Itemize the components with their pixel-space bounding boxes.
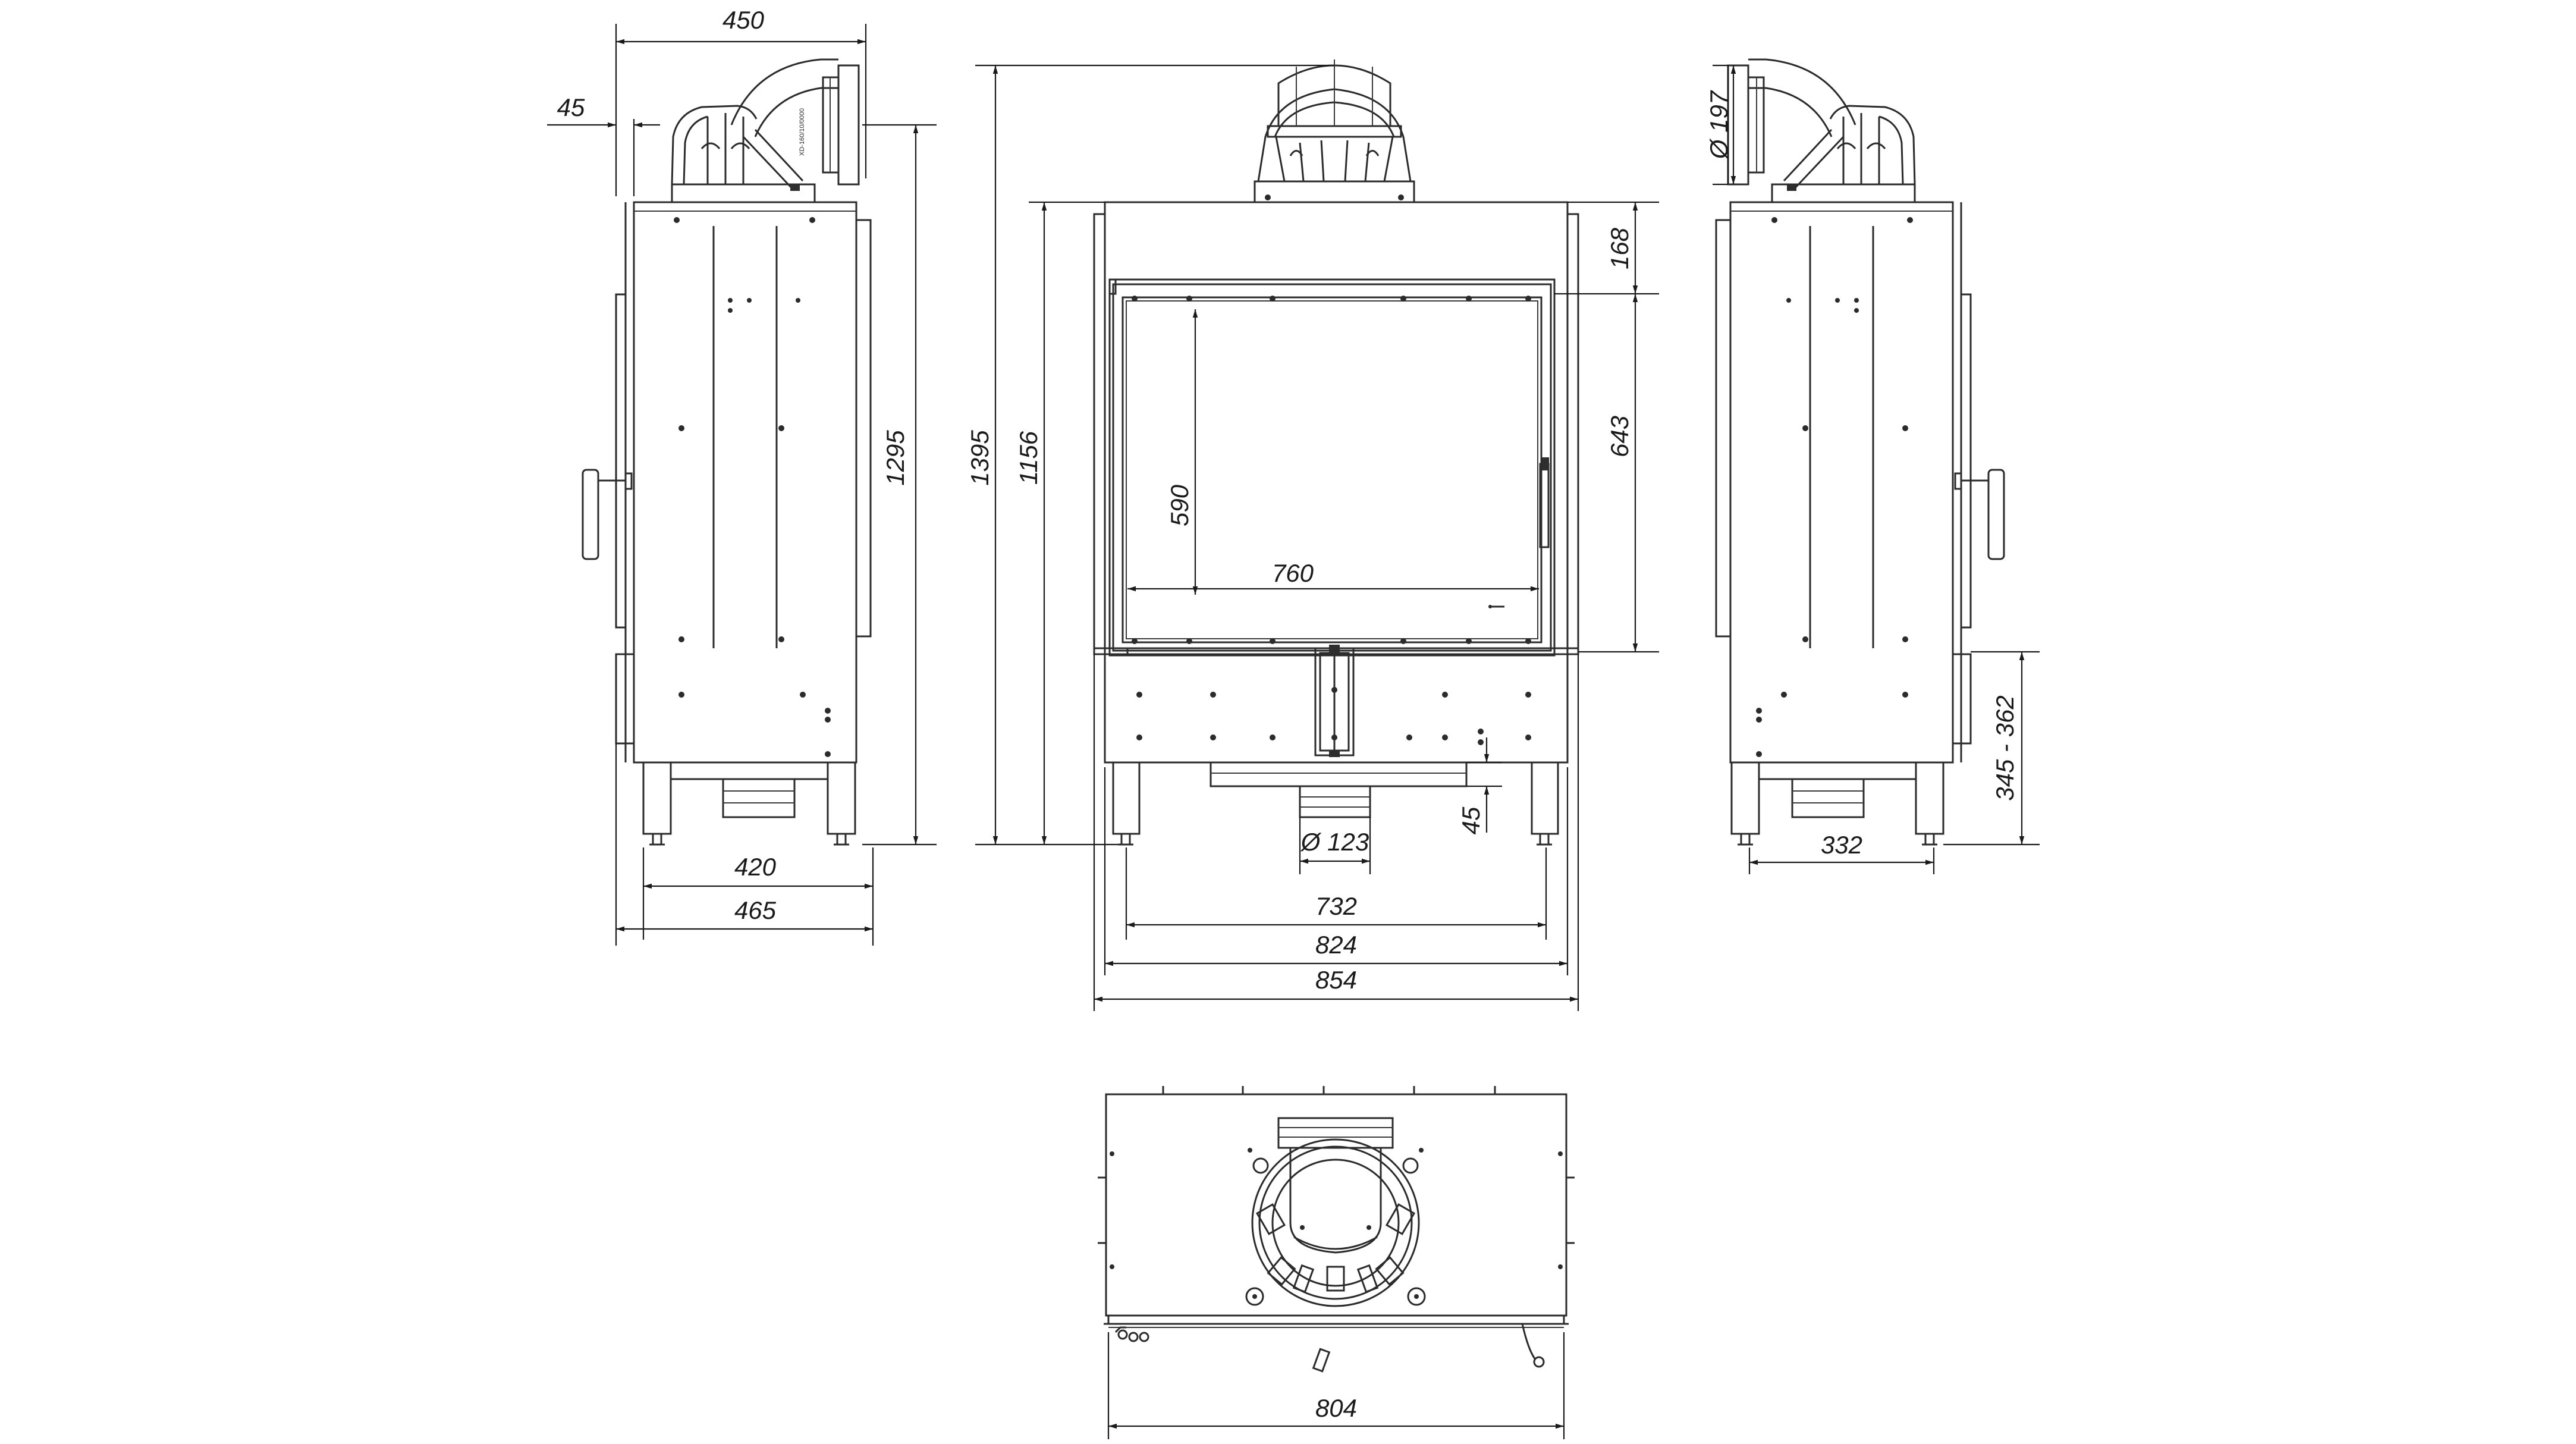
dim-base-width: 465 — [734, 896, 777, 924]
top-flue-ring — [1245, 1117, 1426, 1307]
dim-glass-height: 590 — [1166, 484, 1193, 526]
side-right-bolts — [1756, 217, 1913, 757]
dim-top-width-804: 804 — [1315, 1394, 1357, 1422]
dim-handle-range: 345 - 362 — [1991, 695, 2019, 801]
dim-top-band: 168 — [1606, 227, 1633, 269]
side-view-left: XD-160/10/0000 450 45 1295 420 465 — [547, 6, 937, 946]
top-body — [1105, 1093, 1567, 1317]
door-handle — [582, 469, 599, 560]
dim-width-824: 824 — [1315, 931, 1357, 959]
dim-feet-width-right: 332 — [1821, 831, 1862, 859]
front-flue-collar — [1254, 59, 1415, 203]
dim-width-732: 732 — [1315, 892, 1357, 920]
dim-door-height: 643 — [1606, 416, 1633, 457]
side-right-dimensions: Ø 197 345 - 362 332 — [1705, 64, 2040, 874]
door-frame — [1108, 278, 1556, 657]
door-handle-right — [1987, 469, 2005, 560]
door-glass — [1121, 296, 1543, 643]
flue-elbow-right — [1727, 58, 1916, 203]
side-view-right: Ø 197 345 - 362 332 — [1705, 58, 2040, 874]
dim-height: 1295 — [881, 430, 909, 486]
front-body — [1104, 201, 1569, 764]
dim-leg-clearance: 45 — [1457, 806, 1485, 834]
front-dimensions: 1395 1156 590 760 168 643 45 Ø 123 — [966, 64, 1659, 1011]
dim-outlet-diameter: Ø 123 — [1300, 828, 1369, 856]
flue-elbow: XD-160/10/0000 — [671, 58, 860, 203]
dim-flue-diameter: Ø 197 — [1705, 90, 1733, 160]
top-view: 804 — [1098, 1086, 1575, 1439]
dim-offset: 45 — [557, 93, 585, 121]
door-details — [1108, 278, 1550, 657]
side-body — [633, 201, 857, 764]
top-view-controls — [1114, 1323, 1545, 1373]
side-body-right — [1729, 201, 1954, 764]
side-left-dimensions: 450 45 1295 420 465 — [547, 6, 937, 946]
dim-body-height: 1156 — [1014, 431, 1042, 485]
dim-top-width: 450 — [722, 6, 765, 34]
ash-panel — [1314, 645, 1355, 757]
dim-glass-width: 760 — [1272, 559, 1314, 587]
dim-width-854: 854 — [1315, 966, 1357, 994]
part-stamp: XD-160/10/0000 — [799, 108, 806, 156]
front-bolts — [1136, 692, 1531, 745]
side-bolts — [674, 217, 831, 757]
dim-feet-width: 420 — [734, 853, 777, 881]
top-view-dimensions: 804 — [1107, 1332, 1565, 1439]
dim-total-height: 1395 — [966, 430, 994, 486]
top-view-ticks — [1098, 1086, 1575, 1269]
front-view: 1395 1156 590 760 168 643 45 Ø 123 — [966, 59, 1659, 1011]
